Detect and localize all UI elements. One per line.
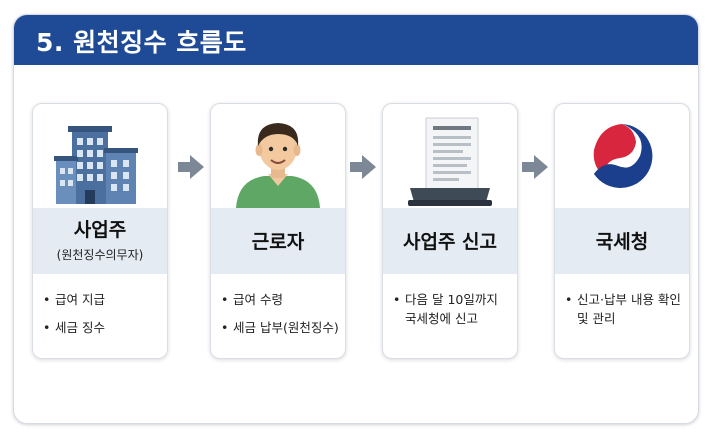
step-bullets: • 신고·납부 내용 확인 및 관리: [565, 290, 685, 337]
arrow-right-icon: [348, 153, 378, 181]
bullet-item: • 세금 납부(원천징수): [221, 318, 341, 337]
bullet-item: • 세금 징수: [43, 318, 163, 337]
step-title: 사업주: [73, 219, 127, 241]
bullet-item: • 다음 달 10일까지: [393, 290, 513, 309]
step-card-report: 사업주 신고 • 다음 달 10일까지 국세청에 신고: [382, 103, 518, 359]
step-bullets: • 급여 수령 • 세금 납부(원천징수): [221, 290, 341, 346]
bullet-text: 급여 지급: [55, 292, 105, 307]
arrow-right-icon: [520, 153, 550, 181]
bullet-text: 국세청에 신고: [405, 311, 478, 326]
step-label-band: 국세청: [555, 208, 689, 274]
step-bullets: • 급여 지급 • 세금 징수: [43, 290, 163, 346]
bullet-dot: •: [221, 292, 229, 307]
bullet-text: 급여 수령: [233, 292, 283, 307]
bullet-text: 세금 납부(원천징수): [233, 320, 339, 335]
bullet-dot: •: [393, 292, 401, 307]
step-bullets: • 다음 달 10일까지 국세청에 신고: [393, 290, 513, 337]
step-label-band: 사업주 (원천징수의무자): [33, 208, 167, 274]
step-label-band: 근로자: [211, 208, 345, 274]
bullet-item: • 신고·납부 내용 확인: [565, 290, 685, 309]
bullet-dot: •: [565, 292, 573, 307]
bullet-continuation: 국세청에 신고: [393, 309, 513, 328]
header-bar: 5. 원천징수 흐름도: [14, 15, 698, 65]
bullet-item: • 급여 지급: [43, 290, 163, 309]
bullet-dot: •: [221, 320, 229, 335]
document-report-icon: [383, 104, 517, 208]
bullet-item: • 급여 수령: [221, 290, 341, 309]
step-title: 국세청: [595, 231, 649, 253]
step-card-nts: 국세청 • 신고·납부 내용 확인 및 관리: [554, 103, 690, 359]
bullet-text: 다음 달 10일까지: [405, 292, 498, 307]
step-title: 사업주 신고: [402, 231, 497, 253]
bullet-dot: •: [43, 292, 51, 307]
step-label-band: 사업주 신고: [383, 208, 517, 274]
bullet-dot: •: [43, 320, 51, 335]
flowchart-panel: 5. 원천징수 흐름도: [13, 14, 699, 424]
bullet-text: 세금 징수: [55, 320, 105, 335]
step-subtitle: (원천징수의무자): [56, 248, 144, 262]
page-title: 5. 원천징수 흐름도: [36, 28, 247, 57]
step-card-employer: 사업주 (원천징수의무자) • 급여 지급 • 세금 징수: [32, 103, 168, 359]
bullet-text: 및 관리: [577, 311, 616, 326]
step-card-worker: 근로자 • 급여 수령 • 세금 납부(원천징수): [210, 103, 346, 359]
step-title: 근로자: [251, 231, 305, 253]
nts-taegeuk-logo-icon: [555, 104, 689, 208]
arrow-right-icon: [176, 153, 206, 181]
building-icon: [33, 104, 167, 208]
worker-person-icon: [211, 104, 345, 208]
bullet-text: 신고·납부 내용 확인: [577, 292, 681, 307]
bullet-continuation: 및 관리: [565, 309, 685, 328]
